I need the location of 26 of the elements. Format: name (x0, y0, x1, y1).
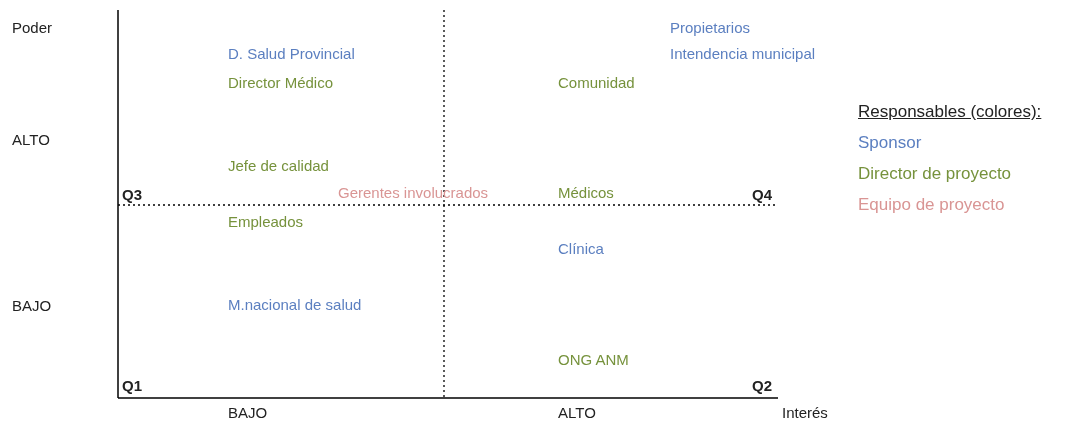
legend-entry: Equipo de proyecto (858, 195, 1005, 215)
stakeholder-label: Jefe de calidad (228, 157, 329, 175)
axis-level-label: BAJO (12, 297, 52, 315)
axis-level-label: ALTO (12, 131, 50, 149)
quadrant-label: Q2 (752, 377, 772, 395)
stakeholder-label: Gerentes involucrados (338, 184, 489, 202)
stakeholder-label: Médicos (558, 184, 614, 202)
quadrant-label: Q4 (752, 186, 772, 204)
axis-level-label: BAJO (228, 404, 268, 422)
quadrant-label: Q1 (122, 377, 142, 395)
axis-level-label: ALTO (558, 404, 596, 422)
stakeholder-label: M.nacional de salud (228, 296, 362, 314)
stakeholder-label: Empleados (228, 213, 304, 231)
stakeholder-label: D. Salud Provincial (228, 45, 355, 63)
stakeholder-label: Clínica (558, 240, 604, 258)
stakeholder-label: Director Médico (228, 74, 334, 92)
legend-entry: Director de proyecto (858, 164, 1012, 184)
stakeholder-label: Intendencia municipal (670, 45, 816, 63)
legend-entry: Sponsor (858, 133, 922, 153)
axis-title: Interés (782, 404, 828, 422)
stakeholder-label: Comunidad (558, 74, 635, 92)
quadrant-label: Q3 (122, 186, 142, 204)
axis-title: Poder (12, 19, 53, 37)
legend-title: Responsables (colores): (858, 103, 1042, 121)
stakeholder-label: Propietarios (670, 19, 751, 37)
stakeholder-label: ONG ANM (558, 351, 629, 369)
